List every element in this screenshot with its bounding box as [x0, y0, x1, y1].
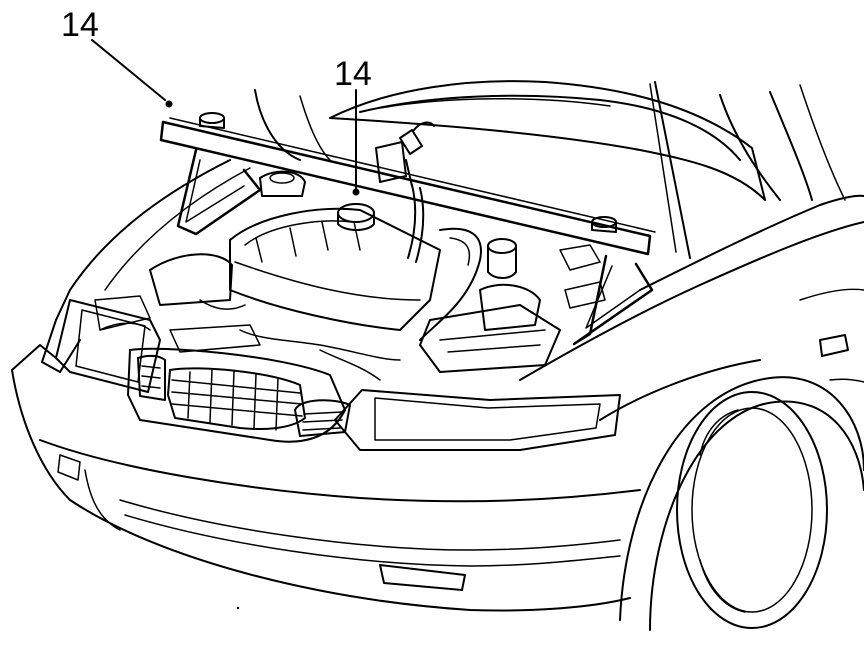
- open-hood: [329, 80, 766, 259]
- grille: [127, 347, 351, 443]
- front-wheel: [619, 376, 864, 631]
- engine-support-beam: [159, 112, 656, 346]
- engine: [94, 170, 606, 381]
- hood-hinge-lines: [254, 84, 846, 201]
- callout-leaders: [91, 39, 360, 196]
- stray-dot: [236, 606, 240, 610]
- left-body: [41, 159, 251, 373]
- front-bumper: [11, 344, 641, 612]
- callout-label-left: 14: [61, 6, 99, 44]
- right-fender: [519, 194, 864, 421]
- callout-label-center: 14: [334, 55, 372, 93]
